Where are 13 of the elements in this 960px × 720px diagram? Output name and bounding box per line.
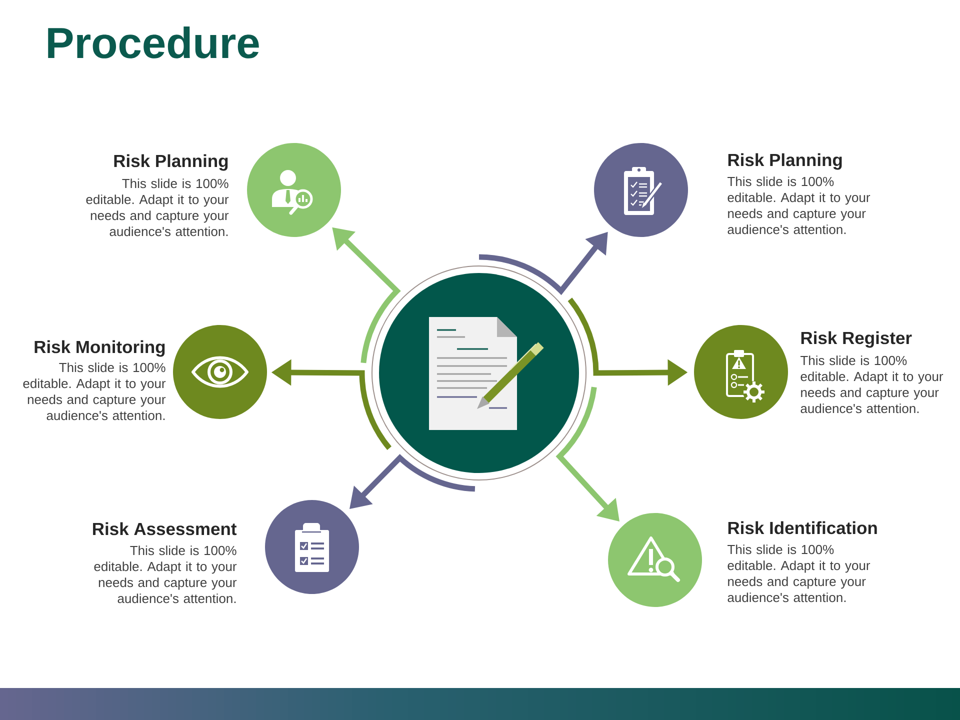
step-description: This slide is 100% editable. Adapt it to your needs and capture your audience's attention. xyxy=(23,362,166,420)
step-heading: Risk Planning xyxy=(728,153,842,170)
step-description: This slide is 100% editable. Adapt it to your needs and capture your audience's attention. xyxy=(800,356,944,414)
step-heading: Risk Identification xyxy=(728,521,877,534)
step-description: This slide is 100% editable. Adapt it to your needs and capture your audience's attention. xyxy=(728,544,870,602)
step-heading: Risk Register xyxy=(801,331,912,348)
step-heading: Risk Monitoring xyxy=(34,340,165,357)
step-description: This slide is 100% editable. Adapt it to your needs and capture your audience's attention. xyxy=(86,178,229,236)
step-heading: Risk Planning xyxy=(114,154,228,171)
step-description: This slide is 100% editable. Adapt it to your needs and capture your audience's attention. xyxy=(94,546,237,604)
step-description: This slide is 100% editable. Adapt it to your needs and capture your audience's attention. xyxy=(728,176,870,234)
step-heading: Risk Assessment xyxy=(93,522,237,536)
title: Procedure xyxy=(48,26,259,58)
